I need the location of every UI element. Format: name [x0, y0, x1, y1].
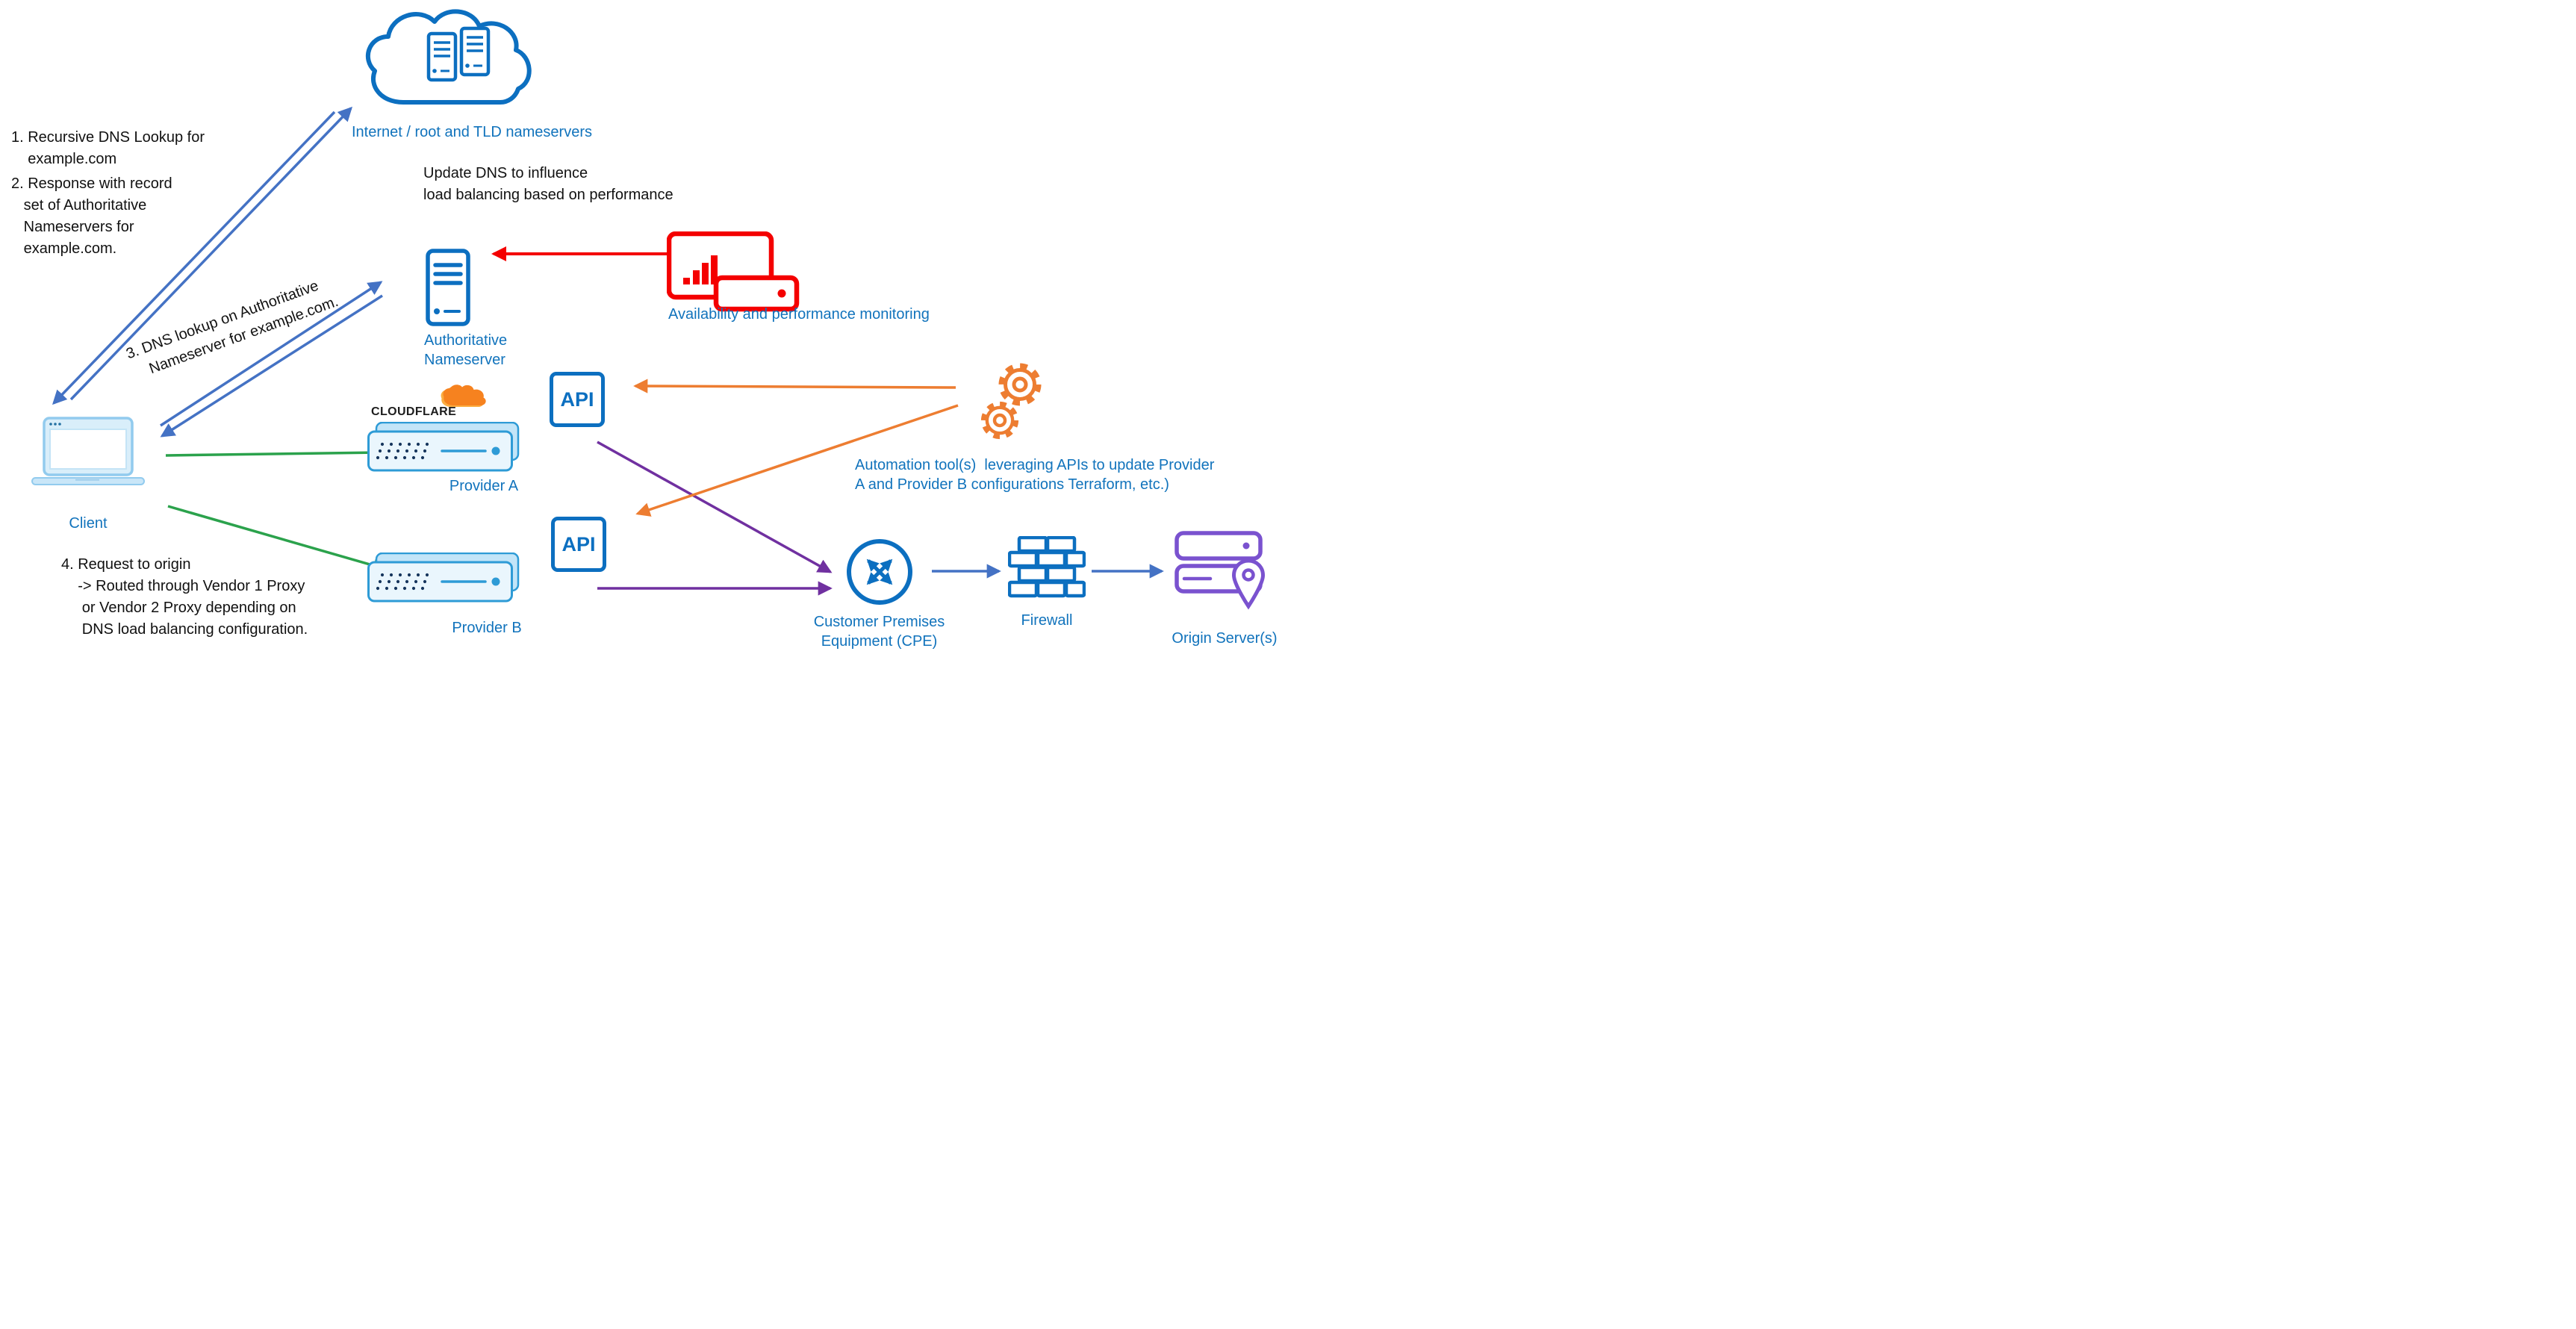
automation-label: Automation tool(s) leveraging APIs to up…: [855, 457, 1215, 493]
gear-large: [998, 363, 1042, 406]
annotation-update-dns: Update DNS to influence load balancing b…: [423, 165, 673, 203]
firewall-label: Firewall: [1021, 612, 1073, 629]
monitoring-label: Availability and performance monitoring: [668, 306, 930, 323]
provider-a-label: Provider A: [449, 478, 519, 494]
arrow-client-to-internet: [69, 106, 353, 401]
monitoring-icon: [667, 231, 800, 312]
annotation-step1: 1. Recursive DNS Lookup for example.com: [11, 129, 205, 167]
provider-a-api-label: API: [560, 388, 594, 411]
cpe-router-icon: [847, 539, 912, 605]
internet-label: Internet / root and TLD nameservers: [351, 124, 592, 140]
arrow-client-to-authns: [160, 281, 383, 427]
monitor-appliance: [713, 275, 800, 312]
cloud-server-2: [459, 26, 491, 77]
gear-small: [980, 401, 1019, 440]
provider-b-api-box: API: [551, 517, 606, 572]
arrow-automation-to-api-a: [633, 379, 956, 393]
provider-b-api-label: API: [561, 532, 596, 555]
location-pin-icon: [1231, 558, 1266, 610]
vent-dots: [376, 442, 429, 460]
arrow-provider-a-to-cpe: [597, 441, 833, 573]
arrow-internet-to-client: [52, 111, 336, 405]
arrow-client-to-provider-a: [165, 445, 385, 460]
arrows-layer: [52, 106, 1164, 596]
cloudflare-logo-icon: [441, 385, 486, 407]
arrow-authns-to-client: [160, 294, 383, 438]
origin-label: Origin Server(s): [1172, 630, 1278, 647]
client-laptop-icon: [31, 417, 145, 485]
authoritative-nameserver-label: Authoritative Nameserver: [424, 332, 508, 368]
automation-gears-icon: [980, 363, 1042, 440]
client-label: Client: [69, 515, 108, 532]
internet-cloud-icon: [366, 9, 532, 105]
bricks: [1008, 536, 1086, 598]
provider-a-api-box: API: [550, 372, 605, 427]
annotation-step2: 2. Response with record set of Authorita…: [11, 175, 172, 257]
diagram-canvas: Internet / root and TLD nameservers 1. R…: [0, 0, 1288, 664]
cloud-server-1: [426, 31, 458, 82]
router-arrows: [866, 558, 893, 585]
cloudflare-wordmark: CLOUDFLARE: [371, 405, 457, 418]
vent-dots: [376, 573, 429, 591]
bar-chart-icon: [683, 255, 718, 284]
provider-a-appliance-icon: [367, 422, 520, 472]
authoritative-nameserver-icon: [426, 249, 470, 326]
provider-b-appliance-icon: [367, 553, 520, 603]
annotation-step4: 4. Request to origin -> Routed through V…: [61, 556, 308, 638]
arrow-client-to-provider-b: [167, 505, 388, 573]
arrow-automation-to-api-b: [635, 404, 959, 517]
firewall-icon: [1008, 536, 1086, 598]
cpe-label: Customer Premises Equipment (CPE): [813, 614, 945, 650]
provider-b-label: Provider B: [452, 620, 522, 636]
origin-servers-icon: [1175, 531, 1266, 610]
